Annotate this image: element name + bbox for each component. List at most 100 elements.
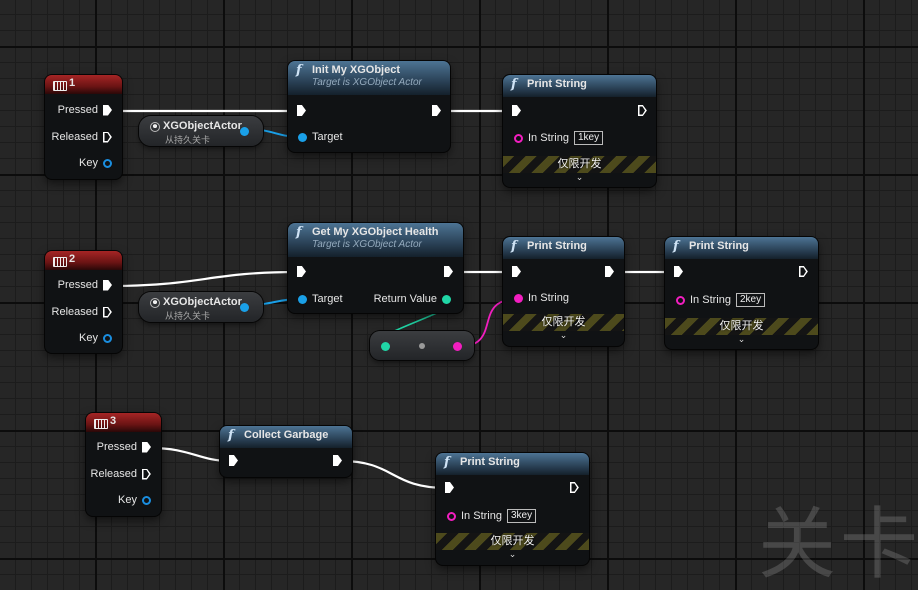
exec-out-row[interactable] [605, 266, 614, 277]
pin-label: Pressed [96, 441, 137, 453]
xgobjectactor-reference-2[interactable]: XGObjectActor 从持久关卡 [139, 292, 263, 322]
pressed-pin[interactable]: Pressed [58, 104, 112, 116]
exec-in-pin[interactable] [512, 266, 521, 277]
xgobjectactor-reference-1[interactable]: XGObjectActor 从持久关卡 [139, 116, 263, 146]
exec-in-row[interactable] [229, 455, 238, 466]
exec-in-row[interactable] [674, 266, 683, 277]
exec-in-row[interactable] [297, 266, 306, 277]
exec-in-pin[interactable] [674, 266, 683, 277]
exec-out-pin[interactable] [142, 469, 151, 480]
development-only-banner: 仅限开发 [503, 314, 624, 331]
pin-label: Key [118, 494, 137, 506]
key-pin[interactable]: Key [79, 157, 112, 169]
float-in-pin[interactable] [381, 342, 390, 351]
key-pin[interactable]: Key [79, 332, 112, 344]
target-pin[interactable]: Target [298, 293, 343, 305]
keyboard-event-1[interactable]: 1 Pressed Released Key [45, 75, 122, 179]
exec-in-row[interactable] [512, 266, 521, 277]
chevron-down-icon[interactable]: ⌄ [575, 173, 584, 183]
chevron-down-icon[interactable]: ⌄ [559, 331, 568, 341]
exec-in-row[interactable] [512, 105, 521, 116]
chevron-down-icon[interactable]: ⌄ [737, 335, 746, 345]
released-pin[interactable]: Released [91, 468, 151, 480]
dev-only-label: 仅限开发 [719, 319, 764, 332]
exec-out-pin[interactable] [103, 279, 112, 291]
pressed-pin[interactable]: Pressed [58, 279, 112, 291]
keyboard-event-3[interactable]: 3 Pressed Released Key [86, 413, 161, 516]
pin-label: Target [312, 293, 343, 305]
in-string-pin[interactable]: In String [514, 292, 569, 304]
init-my-xgobject-node[interactable]: f Init My XGObject Target is XGObject Ac… [288, 61, 450, 152]
object-out-pin[interactable] [240, 303, 249, 312]
exec-out-pin[interactable] [638, 105, 647, 116]
in-string-value[interactable]: 2key [735, 293, 766, 307]
exec-out-row[interactable] [638, 105, 647, 116]
in-string-value[interactable]: 3key [506, 509, 537, 523]
actor-icon [150, 298, 160, 308]
object-in-pin[interactable] [298, 294, 307, 304]
exec-out-pin[interactable] [444, 266, 453, 277]
string-in-pin[interactable] [447, 511, 456, 521]
exec-out-row[interactable] [432, 105, 441, 116]
exec-out-pin[interactable] [799, 266, 808, 277]
exec-in-pin[interactable] [229, 455, 238, 466]
exec-out-row[interactable] [570, 482, 579, 493]
exec-in-pin[interactable] [297, 266, 306, 277]
object-out-pin[interactable] [240, 127, 249, 136]
return-value-pin[interactable]: Return Value [374, 293, 451, 305]
getter-subtitle: 从持久关卡 [165, 312, 211, 322]
in-string-value[interactable]: 1key [573, 131, 604, 145]
key-pin[interactable]: Key [118, 494, 151, 506]
exec-out-row[interactable] [333, 455, 342, 466]
exec-out-pin[interactable] [570, 482, 579, 493]
struct-out-pin[interactable] [103, 333, 112, 343]
string-in-pin[interactable] [514, 293, 523, 303]
string-in-pin[interactable] [514, 133, 523, 143]
string-in-pin[interactable] [676, 295, 685, 305]
object-in-pin[interactable] [298, 132, 307, 142]
exec-in-pin[interactable] [445, 482, 454, 493]
function-icon: f [296, 225, 302, 240]
float-to-string-conversion-node[interactable] [370, 331, 474, 360]
pin-label: Released [51, 306, 98, 318]
pressed-pin[interactable]: Pressed [97, 441, 151, 453]
exec-in-pin[interactable] [297, 105, 306, 116]
exec-out-pin[interactable] [605, 266, 614, 277]
exec-out-pin[interactable] [142, 441, 151, 453]
float-out-pin[interactable] [442, 294, 451, 304]
exec-in-row[interactable] [297, 105, 306, 116]
exec-out-pin[interactable] [333, 455, 342, 466]
exec-out-row[interactable] [799, 266, 808, 277]
print-string-node-2[interactable]: f Print String In String 仅限开发 ⌄ [503, 237, 624, 346]
keyboard-event-2[interactable]: 2 Pressed Released Key [45, 251, 122, 353]
get-my-xgobject-health-node[interactable]: f Get My XGObject Health Target is XGObj… [288, 223, 463, 313]
exec-in-row[interactable] [445, 482, 454, 493]
pin-label: Target [312, 131, 343, 143]
exec-out-pin[interactable] [103, 104, 112, 116]
exec-out-pin[interactable] [432, 105, 441, 116]
pin-label: Pressed [57, 104, 98, 116]
string-out-pin[interactable] [453, 342, 462, 351]
exec-out-row[interactable] [444, 266, 453, 277]
released-pin[interactable]: Released [52, 131, 112, 143]
exec-out-pin[interactable] [103, 307, 112, 318]
collect-garbage-node[interactable]: f Collect Garbage [220, 426, 352, 477]
chevron-down-icon[interactable]: ⌄ [508, 550, 517, 560]
level-watermark: 关卡 [758, 500, 918, 590]
exec-out-pin[interactable] [103, 132, 112, 143]
event-title: 3 [110, 415, 117, 427]
getter-subtitle: 从持久关卡 [165, 136, 211, 146]
released-pin[interactable]: Released [52, 306, 112, 318]
target-pin[interactable]: Target [298, 131, 343, 143]
pin-label: Key [79, 332, 98, 344]
node-title: Get My XGObject Health [312, 226, 439, 238]
exec-in-pin[interactable] [512, 105, 521, 116]
struct-out-pin[interactable] [142, 495, 151, 505]
struct-out-pin[interactable] [103, 158, 112, 168]
